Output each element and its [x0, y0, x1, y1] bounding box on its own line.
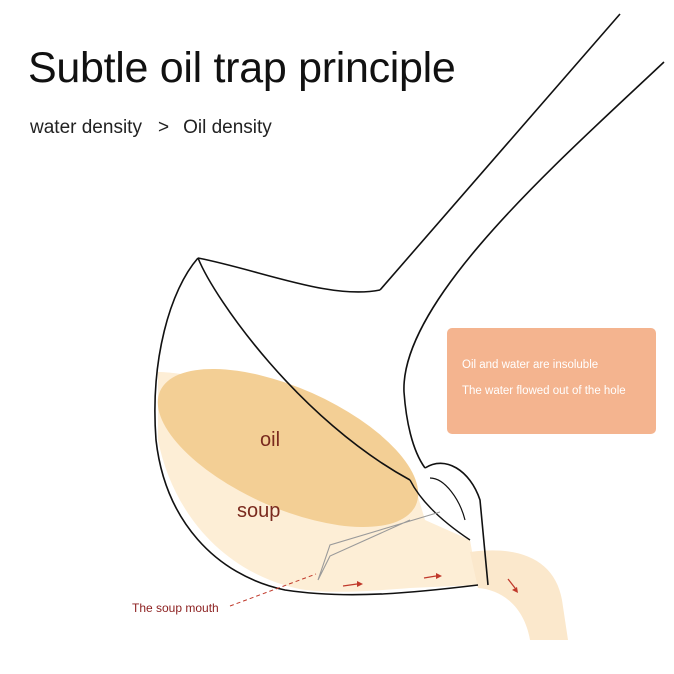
ladle-rim [197, 257, 411, 481]
info-callout: Oil and water are insoluble The water fl… [447, 328, 656, 434]
spout-outline [424, 462, 489, 586]
soup-mouth-label: The soup mouth [132, 601, 219, 615]
flow-arrow [342, 581, 363, 587]
diagram-title: Subtle oil trap principle [28, 44, 456, 92]
greater-than-symbol: > [157, 117, 170, 138]
soup-mouth-channel [317, 511, 441, 581]
callout-line-2: The water flowed out of the hole [462, 385, 626, 397]
soup-label: soup [237, 500, 281, 522]
water-density-label: water density [30, 117, 142, 138]
oil-density-label: Oil density [183, 117, 272, 138]
callout-line-1: Oil and water are insoluble [462, 359, 599, 371]
spout-inner-2 [429, 477, 466, 521]
oil-layer [157, 368, 419, 528]
flow-arrow [423, 573, 442, 579]
flow-arrow [507, 578, 518, 593]
ladle-handle-lower [403, 61, 665, 393]
outflow-stream [470, 550, 568, 640]
density-comparison: water density > Oil density [30, 117, 272, 139]
oil-label: oil [260, 429, 281, 451]
ladle-rim-back [197, 257, 381, 293]
soup-mouth-leader [229, 573, 317, 607]
spout-inner [409, 479, 471, 541]
ladle-handle-upper [379, 13, 621, 291]
ladle-neck [403, 391, 426, 469]
ladle-bowl-outline [154, 257, 479, 596]
